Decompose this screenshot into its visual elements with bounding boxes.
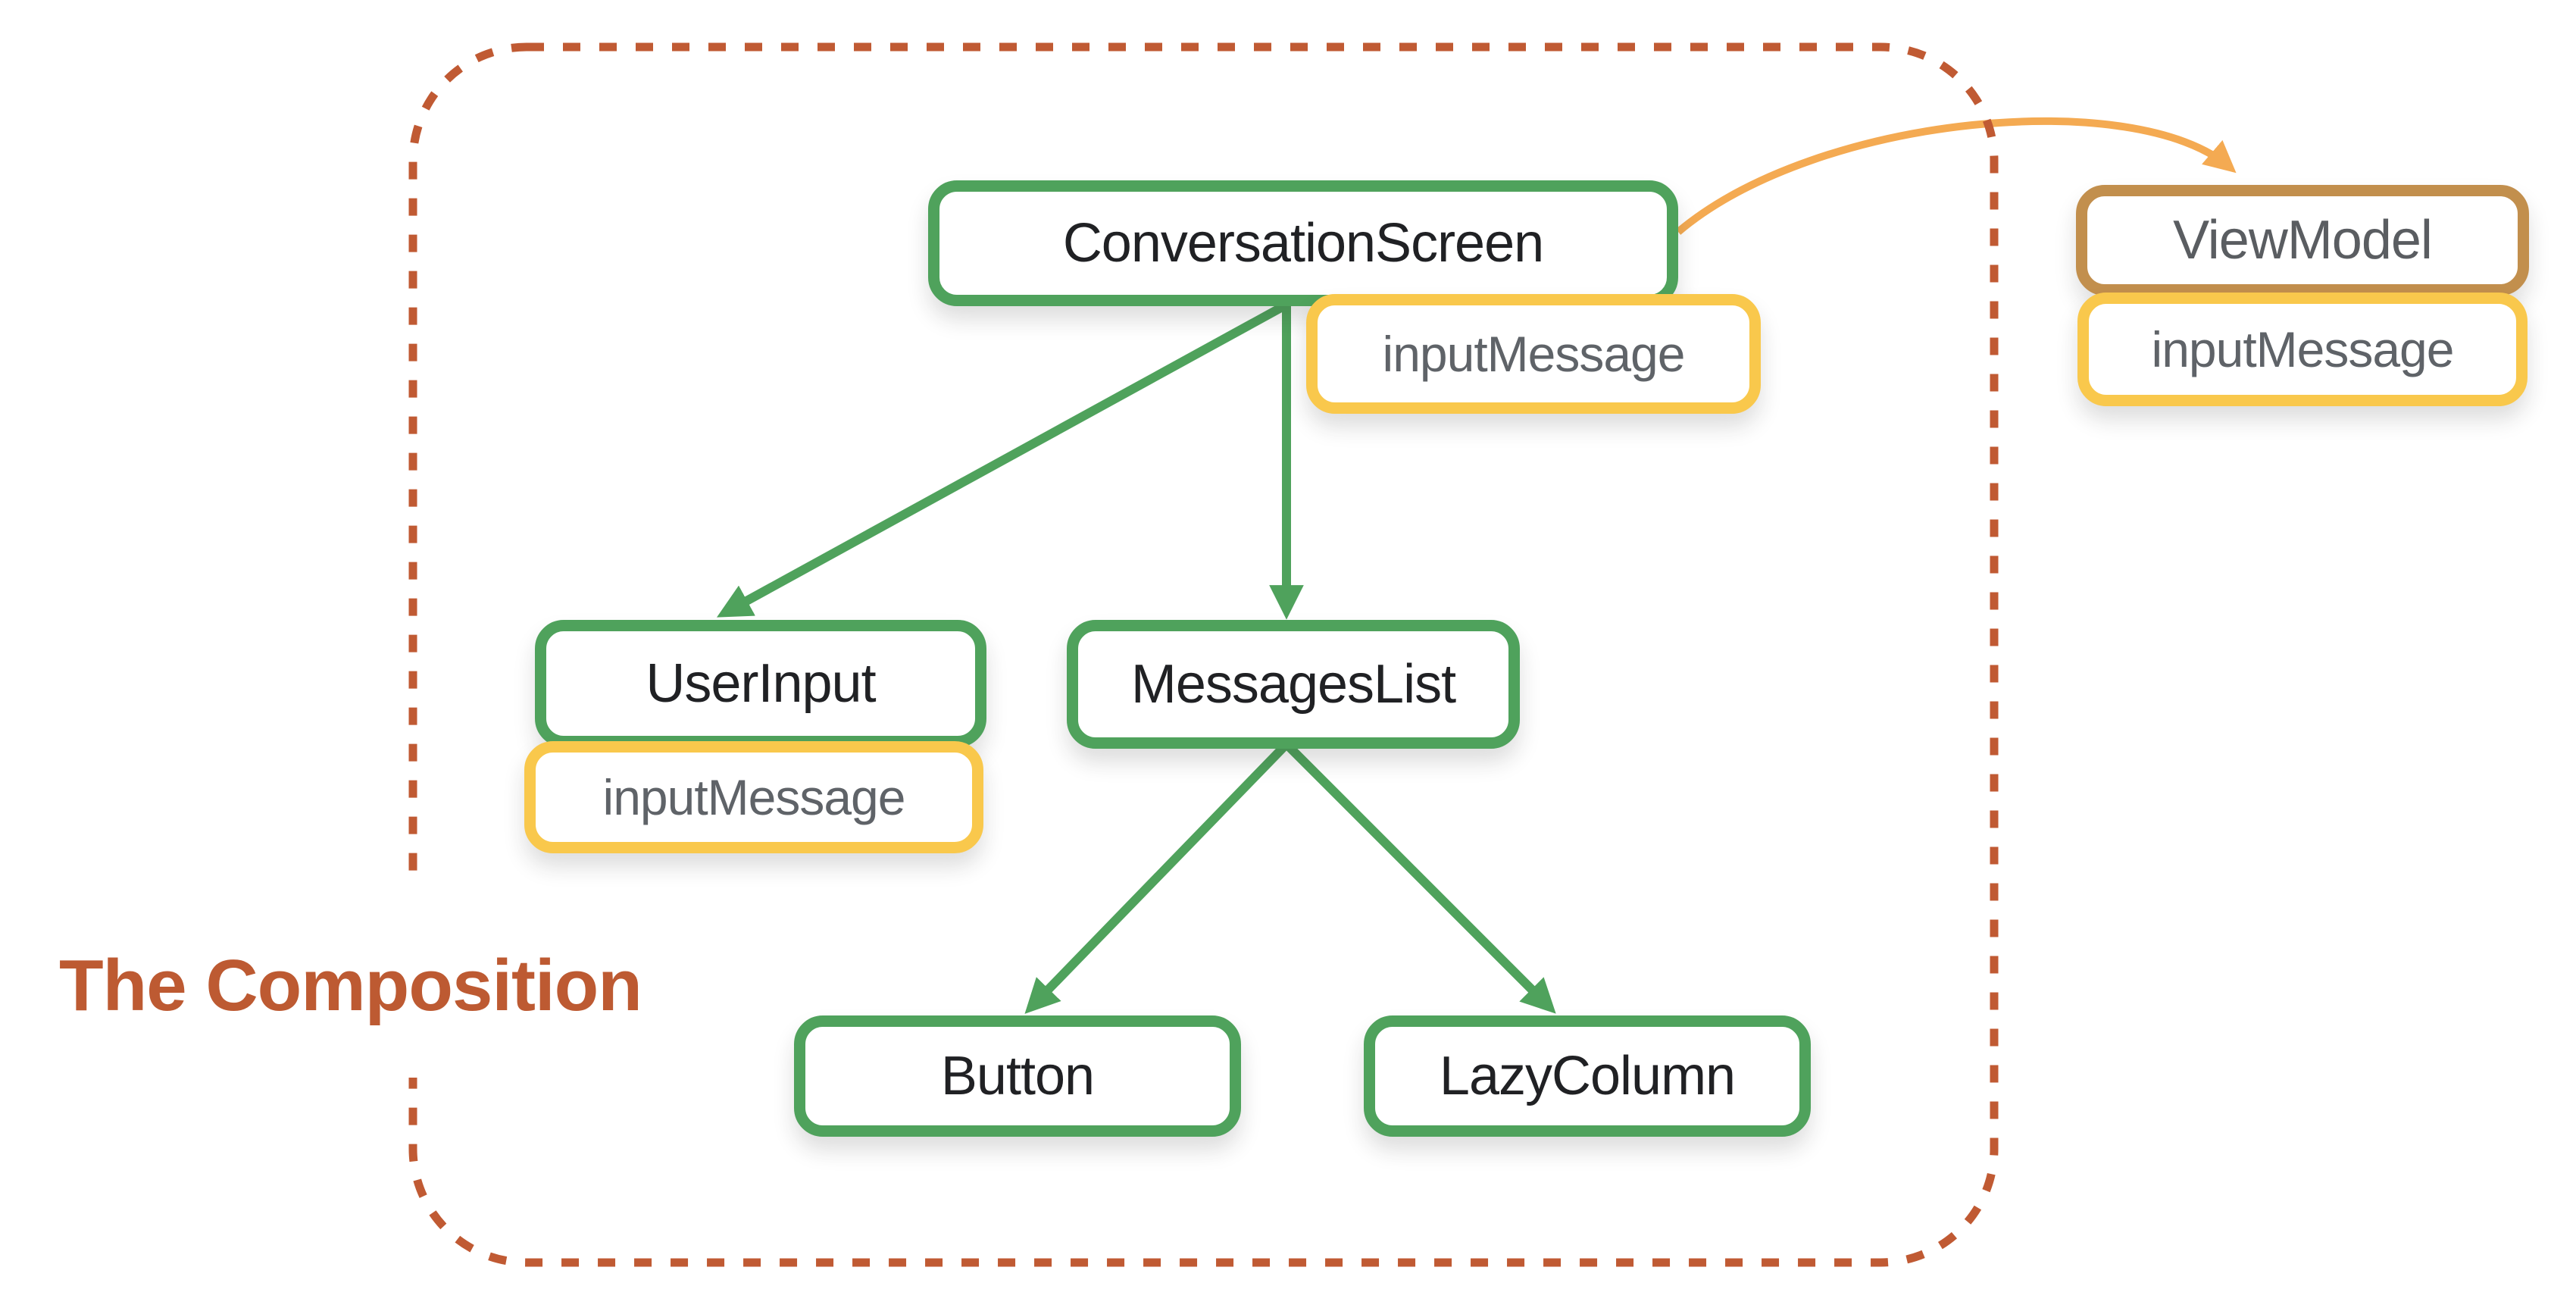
edge-conversationscreen-userinput [717,300,1289,618]
state-badge-view-model: inputMessage [2077,293,2528,406]
node-messages-list: MessagesList [1067,620,1520,749]
node-label: ViewModel [2173,210,2433,271]
state-badge-user-input: inputMessage [524,741,983,853]
node-button: Button [794,1015,1241,1137]
node-lazy-column: LazyColumn [1364,1015,1811,1137]
node-conversation-screen: ConversationScreen [928,180,1678,306]
node-label: LazyColumn [1439,1046,1736,1106]
state-badge-conversation-screen: inputMessage [1306,294,1761,414]
node-view-model: ViewModel [2076,185,2529,296]
node-label: MessagesList [1130,654,1456,715]
state-badge-label: inputMessage [602,769,906,825]
edge-conversationscreen-viewmodel [1675,117,2237,235]
node-user-input: UserInput [535,620,986,747]
boundary-gap-mask [376,882,452,1078]
node-label: UserInput [646,653,876,714]
edge-messageslist-button [1024,740,1290,1014]
edge-messageslist-lazycolumn [1283,740,1556,1014]
state-badge-label: inputMessage [1382,326,1686,382]
composition-title: The Composition [59,945,642,1026]
node-label: ConversationScreen [1062,213,1544,274]
state-badge-label: inputMessage [2151,321,2455,377]
node-label: Button [940,1046,1095,1106]
